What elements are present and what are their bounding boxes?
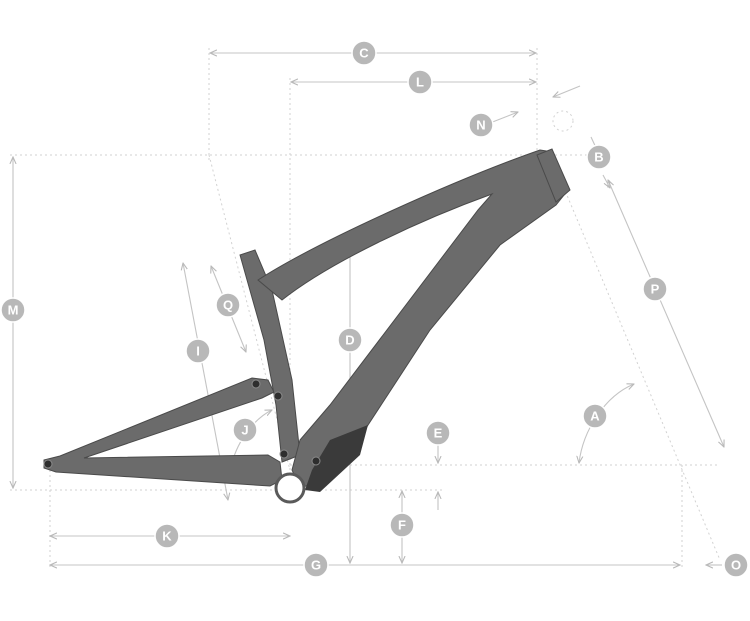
badge-b: B (586, 144, 612, 170)
pivot-lower (279, 449, 289, 459)
badge-c-label: C (359, 46, 369, 61)
pivot-main (311, 456, 321, 466)
badge-k: K (154, 523, 180, 549)
badge-d: D (337, 327, 363, 353)
badge-m-label: M (8, 303, 19, 318)
badge-k-label: K (162, 529, 172, 544)
badge-p-label: P (651, 282, 660, 297)
pivot-link (273, 391, 283, 401)
badge-j-label: J (241, 423, 248, 438)
badge-a-label: A (590, 409, 600, 424)
main-triangle (257, 149, 569, 489)
badge-n-label: N (476, 118, 485, 133)
badge-c: C (351, 40, 377, 66)
badge-q-label: Q (223, 298, 233, 313)
bottom-bracket (274, 472, 306, 504)
badge-j: J (232, 417, 258, 443)
badge-d-label: D (345, 333, 354, 348)
badge-l-label: L (416, 75, 424, 90)
badge-e-label: E (434, 426, 443, 441)
rear-triangle (43, 377, 283, 487)
bike-frame (43, 148, 571, 504)
reference-lines (10, 48, 721, 570)
dimension-badges: A B C D E F G I J K L M N O P Q (0, 40, 749, 578)
badge-o: O (723, 552, 749, 578)
badge-f-label: F (398, 518, 406, 533)
badge-n: N (468, 112, 494, 138)
badge-i-label: I (196, 344, 200, 359)
badge-m: M (0, 297, 26, 323)
dimension-lines (13, 53, 724, 565)
badge-p: P (642, 276, 668, 302)
badge-i: I (185, 338, 211, 364)
pivot-upper (251, 379, 261, 389)
badge-g: G (303, 552, 329, 578)
pivot-dropout (43, 459, 53, 469)
badge-o-label: O (731, 558, 741, 573)
head-tube (536, 148, 571, 203)
badge-f: F (389, 512, 415, 538)
badge-q: Q (215, 292, 241, 318)
badge-l: L (407, 69, 433, 95)
badge-a: A (582, 403, 608, 429)
shock-mount (305, 425, 368, 492)
badge-b-label: B (594, 150, 603, 165)
badge-e: E (425, 420, 451, 446)
badge-g-label: G (311, 558, 321, 573)
